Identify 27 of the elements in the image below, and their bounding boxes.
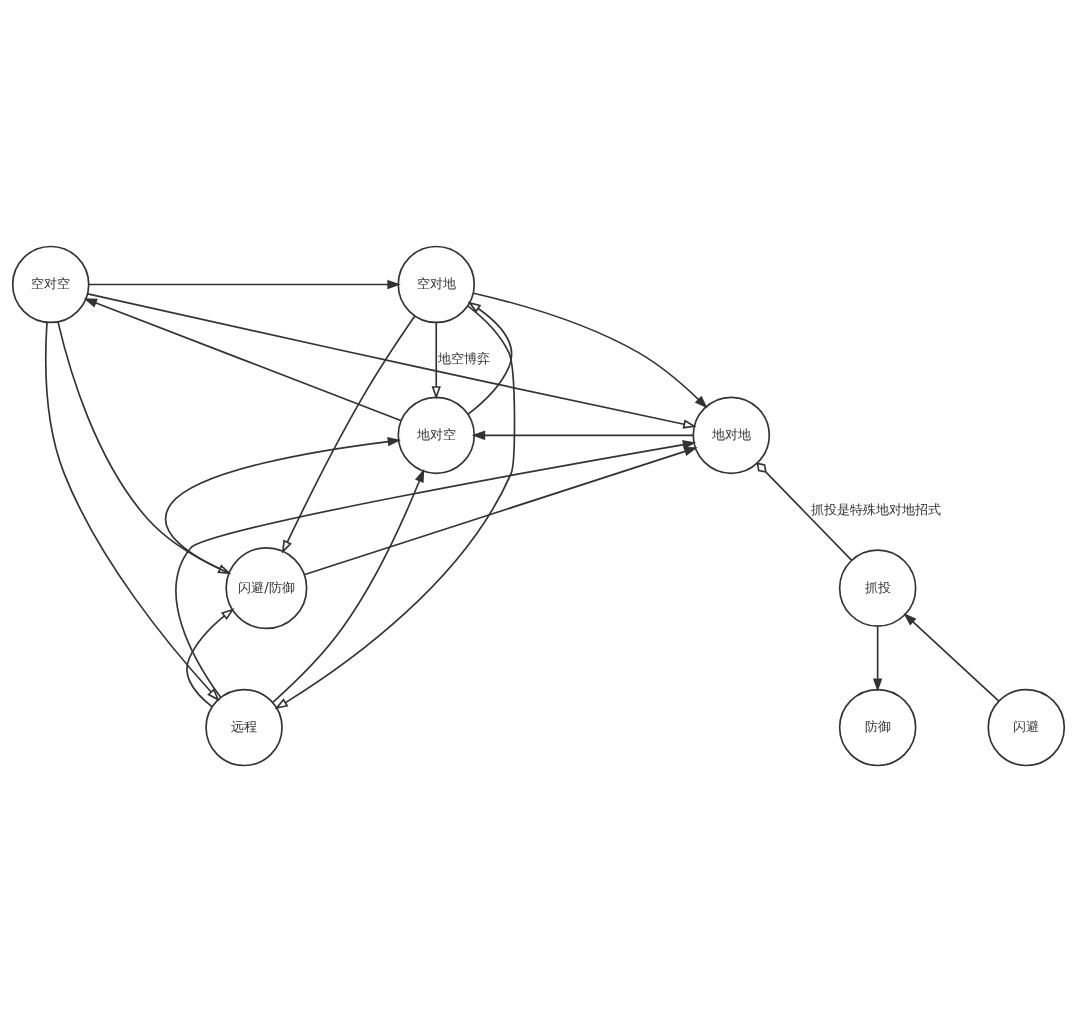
connector (756, 461, 853, 561)
edge-label: 地空博弈 (437, 350, 490, 366)
arrow (303, 446, 698, 576)
arrow (45, 320, 220, 701)
arrow (57, 320, 232, 574)
arrow (872, 625, 883, 692)
node-circle: 空对空 (11, 245, 90, 323)
arrow (281, 314, 416, 554)
arrow (83, 297, 402, 421)
arrow (472, 291, 708, 409)
arrow (467, 300, 513, 415)
arrow (274, 304, 516, 709)
arrow (175, 439, 697, 698)
arrow (164, 436, 402, 574)
node-circle: 闪避 (987, 688, 1066, 766)
arrow (471, 430, 694, 440)
arrow (431, 321, 441, 400)
arrow (87, 279, 401, 289)
node-circle: 防御 (838, 688, 917, 766)
node-circle: 闪避/防御 (225, 546, 308, 629)
arrow (86, 292, 697, 429)
node-circle: 空对地 (397, 245, 476, 323)
node-circle: 地对空 (397, 396, 476, 474)
arrow (903, 612, 1000, 702)
edge-label: 抓投是特殊地对地招式 (810, 501, 941, 517)
arrow (186, 607, 235, 708)
arrow (272, 468, 425, 703)
